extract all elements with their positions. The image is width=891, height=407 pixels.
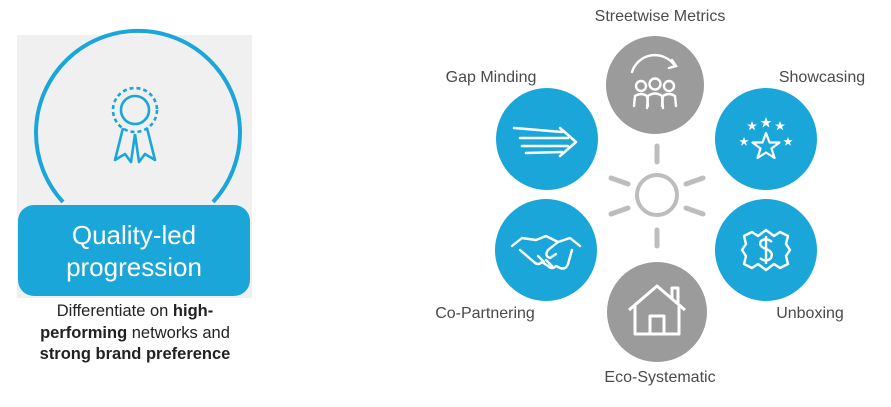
card-arc — [34, 28, 242, 204]
quality-badge: Quality-led progression — [18, 205, 250, 296]
node-bottom — [607, 262, 707, 362]
node-top — [606, 36, 704, 134]
card-description: Differentiate on high-performing network… — [22, 301, 248, 366]
stars-icon — [751, 131, 781, 160]
desc-bold-1: high-performing — [40, 302, 214, 342]
desc-text-1: Differentiate on — [56, 302, 173, 320]
label-lower-right: Unboxing — [776, 305, 844, 322]
handshake-icon — [510, 234, 582, 270]
speed-arrow-icon — [512, 126, 578, 158]
money-box-icon — [740, 228, 792, 272]
label-upper-right: Showcasing — [779, 69, 865, 86]
node-lower-left — [495, 199, 597, 301]
label-top: Streetwise Metrics — [595, 8, 726, 25]
small-stars — [739, 117, 793, 146]
hub-spokes — [608, 143, 706, 249]
rosette-award-icon — [111, 86, 159, 164]
badge-title-line2: progression — [66, 251, 202, 282]
group-refresh-icon — [630, 53, 678, 110]
hub-center-ring — [635, 173, 679, 217]
desc-text-2: networks and — [127, 323, 230, 342]
node-upper-right — [715, 88, 817, 190]
desc-bold-2: strong brand preference — [39, 345, 231, 363]
badge-title-line1: Quality-led — [71, 219, 197, 250]
house-icon — [628, 284, 686, 336]
label-bottom: Eco-Systematic — [604, 369, 715, 386]
label-lower-left: Co-Partnering — [435, 305, 535, 322]
label-upper-left: Gap Minding — [446, 69, 537, 86]
